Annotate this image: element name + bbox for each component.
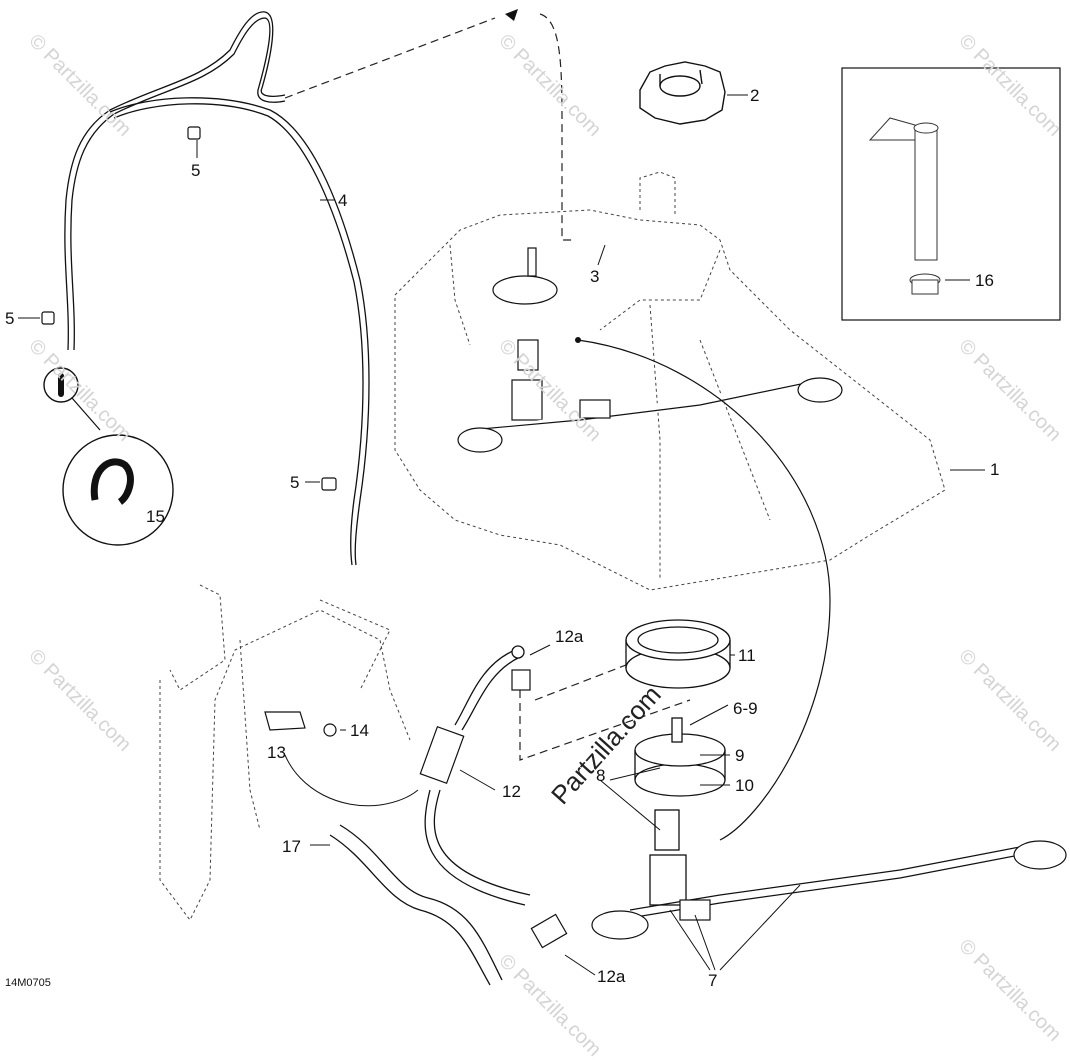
label-12: 12	[502, 782, 521, 801]
diagram-code: 14M0705	[5, 977, 51, 989]
clamp-leader	[284, 754, 419, 807]
label-1: 1	[990, 460, 1000, 479]
hose-17	[329, 824, 503, 986]
explode-dot	[575, 337, 581, 343]
quick-connect-top-body	[511, 669, 531, 691]
detail-large-circle	[62, 434, 174, 546]
inset-box	[841, 67, 1061, 321]
quick-connect-top	[511, 645, 525, 659]
label-4: 4	[338, 191, 348, 210]
label-12a-bottom: 12a	[597, 967, 626, 986]
line-end-mark	[58, 373, 64, 397]
label-5: 5	[5, 309, 15, 328]
explode-arrow	[577, 339, 831, 841]
lock-ring	[625, 619, 731, 689]
label-3: 3	[590, 267, 600, 286]
label-13: 13	[267, 743, 286, 762]
fuel-cap	[639, 61, 726, 125]
label-12a-top: 12a	[555, 627, 584, 646]
inset-sender	[868, 117, 941, 295]
label-16: 16	[975, 271, 994, 290]
leader-lines	[18, 94, 985, 976]
outlet-hose	[424, 649, 531, 906]
detail-leader	[71, 397, 101, 431]
diagram-artwork	[18, 9, 1067, 986]
label-5: 5	[191, 161, 201, 180]
label-14: 14	[350, 721, 369, 740]
inline-filter	[419, 725, 465, 785]
fuel-line	[64, 11, 370, 566]
label-15: 15	[146, 507, 165, 526]
label-11: 11	[738, 646, 756, 665]
label-6-9: 6-9	[733, 699, 758, 718]
clamp	[264, 711, 337, 737]
label-9: 9	[735, 746, 745, 765]
label-5: 5	[290, 473, 300, 492]
label-2: 2	[750, 86, 760, 105]
quick-connect-bottom	[530, 913, 568, 949]
label-8: 8	[596, 766, 606, 785]
vehicle-frame	[159, 584, 411, 921]
fuel-level-arm	[629, 844, 1031, 919]
pickup-filters	[591, 840, 1067, 940]
clip-top	[41, 126, 337, 491]
fuel-tank	[394, 171, 946, 591]
parts-diagram: © Partzilla.com © Partzilla.com © Partzi…	[5, 9, 1067, 1061]
dashed-link	[284, 13, 691, 761]
label-7: 7	[708, 971, 718, 990]
label-17: 17	[282, 837, 301, 856]
pump-module	[634, 717, 726, 906]
dashed-link-arrow	[505, 9, 518, 21]
label-10: 10	[735, 776, 754, 795]
pump-in-tank	[457, 247, 843, 453]
spring-clip	[90, 458, 134, 505]
